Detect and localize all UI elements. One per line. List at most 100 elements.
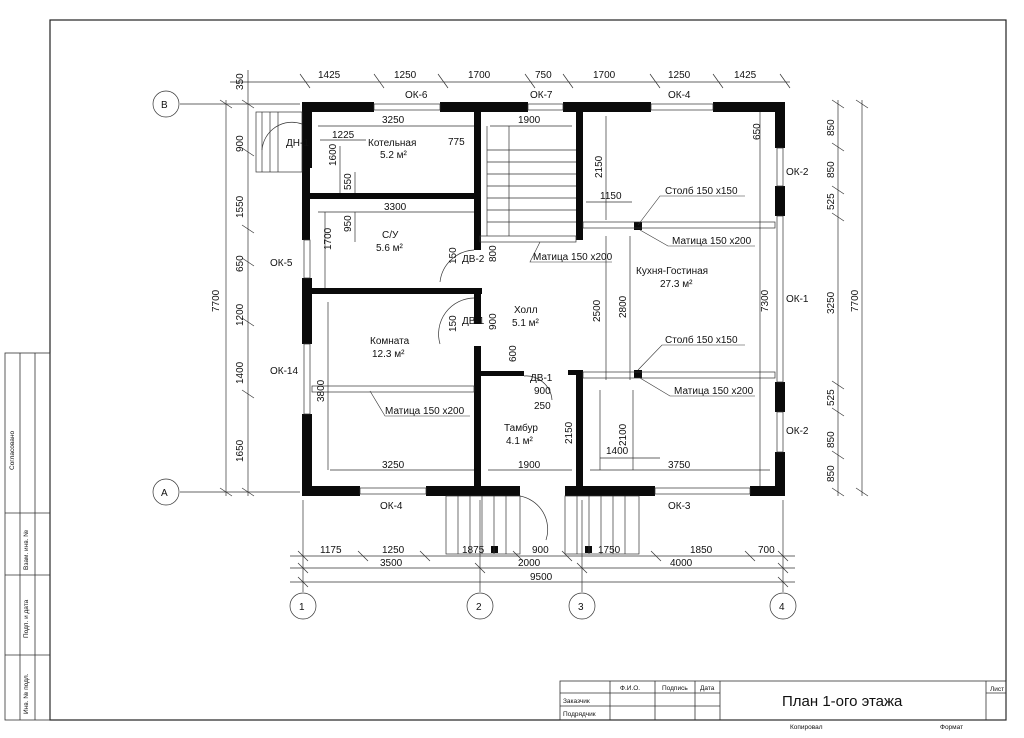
dim-1400: 1400 [606,446,629,457]
tb-title: План 1-ого этажа [782,693,903,710]
stamp-agreed: Согласовано [9,431,16,470]
room-bath-area: 5.6 м² [376,243,404,254]
label-dv1a: ДВ-1 [462,316,485,327]
dim-bot1-7: 700 [758,545,775,556]
tb-col-sign: Подпись [662,685,688,692]
dim-left-5: 1400 [235,361,246,384]
tb-format: Формат [940,724,963,731]
axis-4: 4 [779,602,785,613]
room-boiler-area: 5.2 м² [380,150,408,161]
tb-row-customer: Заказчик [563,698,590,705]
dim-1700a: 1700 [323,227,334,250]
label-dv1b: ДВ-1 [530,373,553,384]
dim-3750: 3750 [668,460,691,471]
label-ok4-bot: ОК-4 [380,501,403,512]
dim-2800: 2800 [618,295,629,318]
dim-left-2: 1550 [235,195,246,218]
dim-900a: 900 [488,313,499,330]
label-ok6: ОК-6 [405,90,428,101]
dim-bot1-5: 1750 [598,545,621,556]
dim-bot2-2: 2000 [518,558,541,569]
room-kitchen-name: Кухня-Гостиная [636,266,708,277]
label-ok2-bot: ОК-2 [786,426,809,437]
room-hall-area: 5.1 м² [512,318,540,329]
tb-sheet: Лист [990,686,1004,693]
dim-3250a: 3250 [382,115,405,126]
dim-top-5: 1700 [593,70,616,81]
dim-bot-total: 9500 [530,572,553,583]
axis-1: 1 [299,602,305,613]
label-ok1: ОК-1 [786,294,809,305]
dim-bot1-1: 1175 [320,545,342,556]
stamp-sign-date: Подп. и дата [23,599,30,638]
dim-right-2150: 2150 [594,155,605,178]
room-bath-name: С/У [382,230,399,241]
dim-right-5: 525 [826,389,837,406]
dim-bot1-2: 1250 [382,545,405,556]
dim-right-3: 525 [826,193,837,210]
dim-3300: 3300 [384,202,407,213]
dim-250: 250 [534,401,551,412]
tb-col-date: Дата [700,685,715,692]
note-beam-4: Матица 150 x200 [385,406,465,417]
dim-top-4: 750 [535,70,552,81]
room-vestibule-area: 4.1 м² [506,436,534,447]
stamp-inv-replace: Взам. инв. № [23,530,30,570]
label-ok7: ОК-7 [530,90,553,101]
dim-2150-vest: 2150 [564,421,575,444]
dim-2500: 2500 [592,299,603,322]
room-room-area: 12.3 м² [372,349,405,360]
note-column-top: Столб 150 x150 [665,185,738,197]
dim-top-350: 350 [235,73,246,90]
dim-right-7: 850 [826,465,837,482]
dim-bot1-6: 1850 [690,545,713,556]
dim-3250b: 3250 [382,460,405,471]
label-ok5: ОК-5 [270,258,293,269]
label-ok4-top: ОК-4 [668,90,691,101]
dim-bot1-3: 1875 [462,545,485,556]
dim-bot2-1: 3500 [380,558,403,569]
tb-row-contractor: Подрядчик [563,711,596,718]
note-beam-3: Матица 150 x200 [674,386,754,397]
side-stamp [4,352,51,721]
dim-right-7300: 7300 [760,289,771,312]
dim-left-6: 1650 [235,439,246,462]
room-room-name: Комната [370,336,410,347]
walls [302,102,785,553]
note-beam-1: Матица 150 x200 [672,236,752,247]
dim-left-3: 650 [235,255,246,272]
tb-copied: Копировал [790,724,823,731]
dim-right-650: 650 [752,123,763,140]
label-ok3: ОК-3 [668,501,691,512]
dim-right-total: 7700 [850,289,861,312]
dim-top-7: 1425 [734,70,757,81]
dim-1900a: 1900 [518,115,541,126]
room-hall-name: Холл [514,305,538,316]
axis-3: 3 [578,602,584,613]
dim-150b: 150 [448,315,459,332]
dim-1150: 1150 [600,191,622,202]
stamp-inv-orig: Инв. № подл. [23,673,30,714]
dim-600: 600 [508,345,519,362]
dim-900b: 900 [534,386,551,397]
dim-950: 950 [343,215,354,232]
dim-right-4: 3250 [826,291,837,314]
dim-1900b: 1900 [518,460,541,471]
dim-top-1: 1425 [318,70,341,81]
note-column-bot: Столб 150 x150 [665,334,738,346]
dim-right-2: 850 [826,161,837,178]
label-dv2: ДВ-2 [462,254,485,265]
label-ok14: ОК-14 [270,366,298,377]
dim-top-3: 1700 [468,70,491,81]
axis-lines [152,90,797,620]
title-block [559,680,1007,721]
room-boiler-name: Котельная [368,138,416,149]
axis-a: А [161,488,168,499]
dimension-lines [219,70,869,588]
dim-800: 800 [488,245,499,262]
dim-150a: 150 [448,247,459,264]
dim-right-6: 850 [826,431,837,448]
tb-col-fio: Ф.И.О. [620,685,640,692]
dim-3800: 3800 [316,379,327,402]
